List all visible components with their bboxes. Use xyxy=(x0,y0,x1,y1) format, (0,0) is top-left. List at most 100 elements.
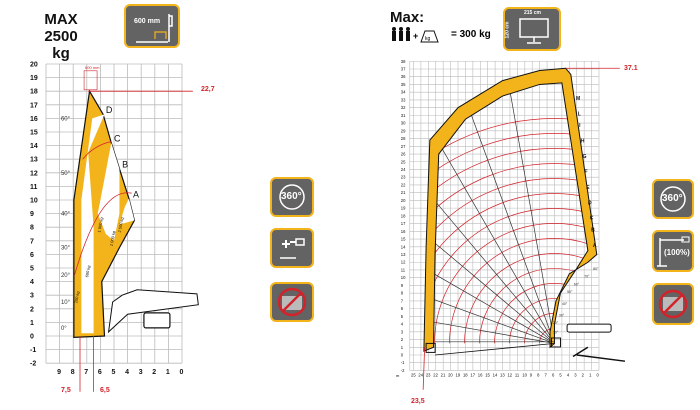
zone-label: L xyxy=(578,111,581,117)
persons-plus-load-icon: + kg xyxy=(392,27,439,43)
title-max: MAX xyxy=(44,11,78,28)
x-tick-label: 10 xyxy=(522,372,527,377)
load-label: 600 kg xyxy=(84,265,91,278)
y-tick-label: 12 xyxy=(401,260,406,265)
y-tick-label: 4 xyxy=(30,279,34,286)
y-tick-label: 33 xyxy=(401,97,406,102)
fork-outline xyxy=(83,70,98,91)
reach-arc xyxy=(74,192,132,275)
y-tick-label: 8 xyxy=(30,225,34,232)
chart-fork-label: 600 mm xyxy=(85,65,100,70)
y-tick-label: 5 xyxy=(401,314,404,319)
stabilizers-graphic-icon xyxy=(280,238,305,259)
y-tick-label: 30 xyxy=(401,121,406,126)
y-tick-label: 20 xyxy=(401,198,406,203)
machine-outriggers xyxy=(572,346,626,362)
angle-label: 20° xyxy=(61,273,71,279)
y-tick-label: 13 xyxy=(30,157,38,164)
angle-label: 20° xyxy=(553,321,559,325)
reach-arc xyxy=(433,133,588,344)
y-tick-label: 15 xyxy=(401,237,406,242)
y-tick-label: 29 xyxy=(401,128,406,133)
y-tick-label: 19 xyxy=(401,206,406,211)
x-tick-label: 4 xyxy=(125,369,129,376)
y-tick-label: 24 xyxy=(401,167,406,172)
basket-icon xyxy=(425,342,436,353)
telehandler-chassis xyxy=(143,312,171,329)
y-tick-label: 36 xyxy=(401,74,406,79)
machine-boom-silhouette xyxy=(566,323,612,333)
zone-label: A xyxy=(593,243,597,249)
rotation-circle-icon xyxy=(660,186,686,212)
zone-label: C xyxy=(114,134,121,144)
x-tick-label: 6 xyxy=(552,372,555,377)
reach-marker-6-5: 6,5 xyxy=(100,387,110,394)
x-tick-label: 24 xyxy=(418,372,423,377)
angle-label: 80° xyxy=(593,267,599,271)
reach-arc xyxy=(433,148,588,344)
y-tick-label: -2 xyxy=(30,361,36,368)
stabilizers-100-icon: (100%) xyxy=(652,230,694,272)
y-tick-label: 20 xyxy=(30,62,38,69)
y-tick-label: 10 xyxy=(401,275,406,280)
x-tick-label: 5 xyxy=(559,372,562,377)
y-tick-label: 5 xyxy=(30,266,34,273)
load-zone-white xyxy=(97,142,120,241)
y-tick-label: 31 xyxy=(401,113,406,118)
zone-label: B xyxy=(122,159,128,169)
zone-label: M xyxy=(576,96,580,102)
boom-angle-line xyxy=(433,297,555,344)
x-tick-label: 22 xyxy=(433,372,438,377)
platform-width-label: 215 cm xyxy=(524,10,541,16)
angle-label: 30° xyxy=(61,246,71,252)
zone-label: A xyxy=(133,189,139,199)
y-tick-label: 1 xyxy=(401,345,404,350)
y-tick-label: 12 xyxy=(30,170,38,177)
max-reach-marker: 23,5 xyxy=(411,398,425,405)
x-tick-label: 7 xyxy=(545,372,548,377)
reach-arc xyxy=(82,141,112,160)
x-unit-label: m xyxy=(396,373,400,378)
x-tick-label: 5 xyxy=(112,369,116,376)
zone-label: H xyxy=(581,138,585,144)
stabilizers-100-label: (100%) xyxy=(664,248,690,257)
boom-angle-line xyxy=(465,98,555,344)
zone-label: C xyxy=(590,216,594,222)
y-tick-label: 3 xyxy=(401,329,404,334)
reach-arc xyxy=(434,223,588,344)
y-tick-label: 3 xyxy=(30,293,34,300)
no-tilt-graphic-icon xyxy=(277,287,307,317)
x-tick-label: 14 xyxy=(493,372,498,377)
angle-label: 60° xyxy=(61,116,71,122)
boom-angle-line xyxy=(433,213,555,344)
no-tilt-icon xyxy=(270,282,314,322)
y-tick-label: -1 xyxy=(401,360,405,365)
x-tick-label: 4 xyxy=(567,372,570,377)
load-zone-white xyxy=(81,114,105,334)
x-tick-label: 9 xyxy=(57,369,61,376)
y-tick-label: 21 xyxy=(401,190,406,195)
y-tick-label: 9 xyxy=(30,211,34,218)
title-capacity: 2500 kg xyxy=(44,28,78,62)
telehandler-silhouette xyxy=(107,289,199,334)
x-tick-label: 1 xyxy=(166,369,170,376)
reach-arc xyxy=(433,208,588,344)
rotation-360-icon: 360° xyxy=(652,179,694,219)
zone-label: I xyxy=(579,123,581,129)
y-tick-label: 23 xyxy=(401,175,406,180)
kg-label: kg xyxy=(425,36,431,42)
y-tick-label: 0 xyxy=(30,334,34,341)
y-tick-label: 25 xyxy=(401,159,406,164)
x-tick-label: 6 xyxy=(98,369,102,376)
x-tick-label: 23 xyxy=(426,372,431,377)
angle-label: 0° xyxy=(61,326,67,332)
load-label: 1 000 kg xyxy=(96,217,104,233)
x-tick-label: 2 xyxy=(152,369,156,376)
fork-icon-graphic xyxy=(136,14,173,43)
y-tick-label: 18 xyxy=(30,89,38,96)
load-label: 2 000 kg xyxy=(109,230,117,246)
reach-arc xyxy=(433,178,588,344)
reach-arc xyxy=(494,283,588,344)
x-tick-label: 15 xyxy=(485,372,490,377)
angle-label: 60° xyxy=(574,282,580,286)
